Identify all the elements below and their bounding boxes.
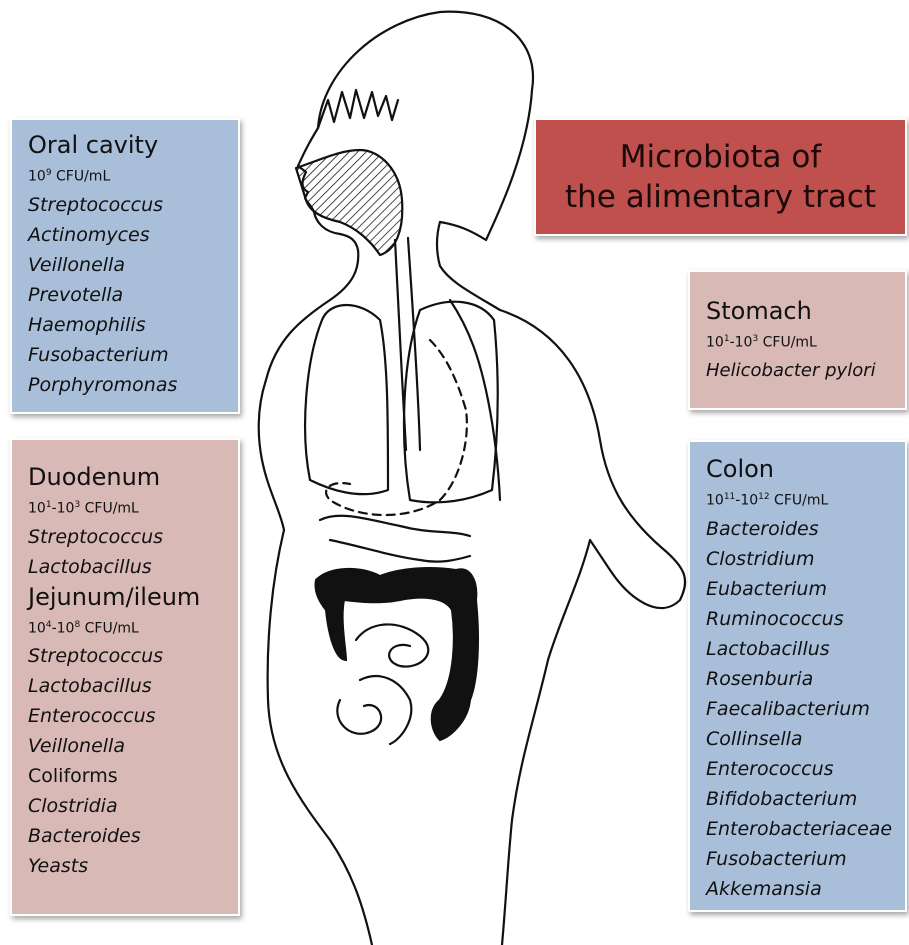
organism-item: Bifidobacterium xyxy=(706,784,893,814)
title-line-2: the alimentary tract xyxy=(565,179,876,215)
organism-item: Clostridium xyxy=(706,544,893,574)
organism-item: Eubacterium xyxy=(706,574,893,604)
oral-organism-list: Streptococcus Actinomyces Veillonella Pr… xyxy=(28,190,226,400)
organism-item: Streptococcus xyxy=(28,190,226,220)
duodenum-heading: Duodenum xyxy=(28,462,226,492)
organism-item: Veillonella xyxy=(28,250,226,280)
organism-item: Ruminococcus xyxy=(706,604,893,634)
oral-cfu: 109 CFU/mL xyxy=(28,160,226,190)
stomach-organism-list: Helicobacter pylori xyxy=(706,356,893,386)
organism-item: Haemophilis xyxy=(28,310,226,340)
organism-item: Helicobacter pylori xyxy=(706,356,893,386)
organism-item: Bacteroides xyxy=(28,821,226,851)
organism-item: Fusobacterium xyxy=(28,340,226,370)
organism-item: Coliforms xyxy=(28,761,226,791)
organism-item: Rosenburia xyxy=(706,664,893,694)
title-box: Microbiota of the alimentary tract xyxy=(534,118,907,236)
organism-item: Yeasts xyxy=(28,851,226,881)
organism-item: Lactobacillus xyxy=(706,634,893,664)
stomach-outline xyxy=(326,340,467,515)
organism-item: Actinomyces xyxy=(28,220,226,250)
stomach-box: Stomach 101-103 CFU/mL Helicobacter pylo… xyxy=(688,270,907,410)
colon-organism-list: Bacteroides Clostridium Eubacterium Rumi… xyxy=(706,514,893,904)
oral-cavity xyxy=(296,150,402,255)
duodenum-box: Duodenum 101-103 CFU/mL Streptococcus La… xyxy=(10,438,240,916)
duodenum-cfu: 101-103 CFU/mL xyxy=(28,492,226,522)
colon-box: Colon 1011-1012 CFU/mL Bacteroides Clost… xyxy=(688,440,907,912)
organism-item: Akkemansia xyxy=(706,874,893,904)
jejunum-cfu: 104-108 CFU/mL xyxy=(28,612,226,642)
colon xyxy=(315,568,478,740)
organism-item: Fusobacterium xyxy=(706,844,893,874)
esophagus xyxy=(395,238,420,450)
stomach-cfu: 101-103 CFU/mL xyxy=(706,326,893,356)
jejunum-heading: Jejunum/ileum xyxy=(28,582,226,612)
organism-item: Enterococcus xyxy=(706,754,893,784)
organism-item: Porphyromonas xyxy=(28,370,226,400)
colon-cfu: 1011-1012 CFU/mL xyxy=(706,484,893,514)
lung-left xyxy=(305,305,388,494)
jejunum-organism-list: Streptococcus Lactobacillus Enterococcus… xyxy=(28,641,226,881)
organism-item: Enterococcus xyxy=(28,701,226,731)
organism-item: Lactobacillus xyxy=(28,552,226,582)
organism-item: Enterobacteriaceae xyxy=(706,814,893,844)
organism-item: Clostridia xyxy=(28,791,226,821)
neck-outline xyxy=(437,222,500,310)
small-intestine xyxy=(320,516,470,562)
organism-item: Bacteroides xyxy=(706,514,893,544)
organism-item: Veillonella xyxy=(28,731,226,761)
duodenum-organism-list: Streptococcus Lactobacillus xyxy=(28,522,226,582)
title-line-1: Microbiota of xyxy=(620,139,822,175)
oral-cavity-box: Oral cavity 109 CFU/mL Streptococcus Act… xyxy=(10,118,240,414)
organism-item: Faecalibacterium xyxy=(706,694,893,724)
organism-item: Prevotella xyxy=(28,280,226,310)
figure-title: Microbiota of the alimentary tract xyxy=(565,137,876,217)
organism-item: Streptococcus xyxy=(28,522,226,552)
organism-item: Streptococcus xyxy=(28,641,226,671)
colon-heading: Colon xyxy=(706,454,893,484)
organism-item: Collinsella xyxy=(706,724,893,754)
back-outline xyxy=(500,310,685,945)
oral-cavity-heading: Oral cavity xyxy=(28,130,226,160)
stomach-heading: Stomach xyxy=(706,296,893,326)
organism-item: Lactobacillus xyxy=(28,671,226,701)
